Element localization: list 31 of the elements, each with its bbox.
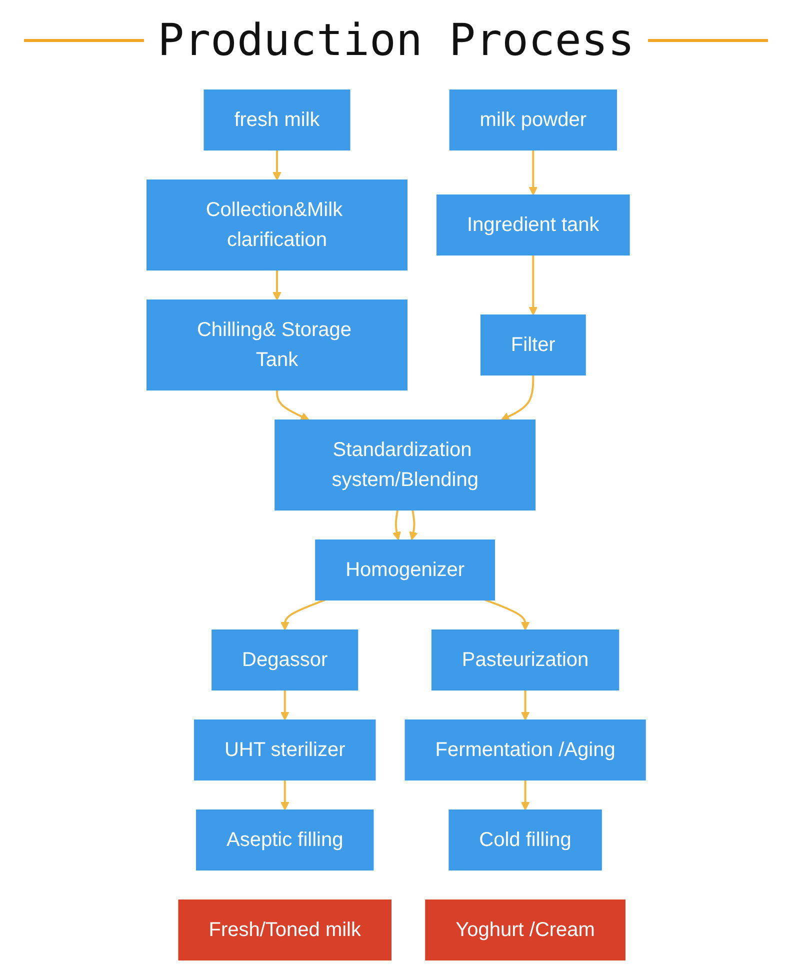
arrow	[392, 510, 401, 540]
arrow	[528, 150, 538, 196]
arrow	[276, 390, 310, 421]
node-box: Homogenizer	[314, 540, 495, 600]
node-box: UHT sterilizer	[194, 720, 376, 780]
arrow	[520, 690, 530, 720]
node-box: Collection&Milk clarification	[146, 180, 408, 270]
node-box: Fresh/Toned milk	[178, 900, 392, 960]
arrow	[409, 510, 418, 540]
arrow	[272, 150, 282, 180]
node-box: Standardization system/Blending	[274, 420, 536, 510]
node-box: milk powder	[449, 90, 617, 150]
arrow	[280, 690, 290, 720]
arrow	[520, 780, 530, 810]
node-box: fresh milk	[204, 90, 350, 150]
arrow	[484, 599, 530, 630]
node-box: Chilling& Storage Tank	[146, 300, 408, 390]
node-box: Fermentation /Aging	[404, 720, 646, 780]
node-box: Pasteurization	[431, 630, 619, 690]
node-box: Ingredient tank	[436, 194, 630, 256]
node-box: Cold filling	[448, 810, 602, 870]
arrow	[500, 375, 534, 421]
node-box: Degassor	[211, 630, 358, 690]
node-box: Yoghurt /Cream	[424, 900, 626, 960]
arrow	[272, 270, 282, 300]
arrow	[280, 599, 326, 630]
title: Production Process	[158, 14, 634, 66]
arrow	[280, 780, 290, 810]
node-box: Filter	[480, 314, 586, 376]
node-box: Aseptic filling	[196, 810, 374, 870]
arrow	[528, 255, 538, 316]
